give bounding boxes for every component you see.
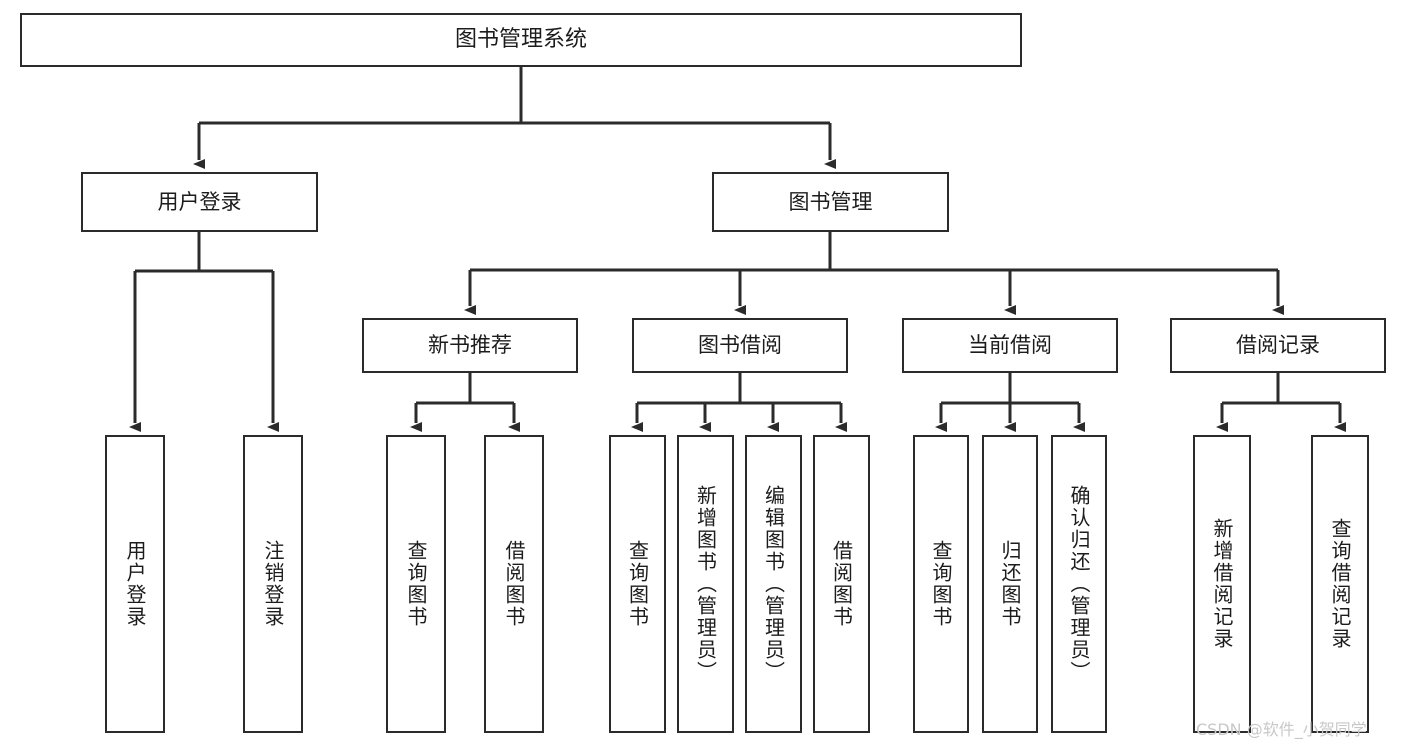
node-label: 查询图书 — [625, 540, 650, 628]
node-label: 查询借阅记录 — [1328, 518, 1352, 650]
leaf-recommend-query-book[interactable]: 查询图书 — [386, 435, 446, 733]
node-label: 借阅图书 — [502, 540, 526, 628]
node-label: 借阅图书 — [829, 540, 854, 628]
node-label: 编辑图书（管理员） — [761, 485, 786, 683]
leaf-current-confirm-return-admin[interactable]: 确认归还（管理员） — [1051, 435, 1107, 733]
node-label: 用户登录 — [123, 540, 147, 628]
leaf-borrow-query-book[interactable]: 查询图书 — [609, 435, 666, 733]
node-borrow-records[interactable]: 借阅记录 — [1170, 318, 1386, 373]
csdn-watermark: CSDN @软件_小贺同学 — [1196, 720, 1367, 739]
leaf-current-query-book[interactable]: 查询图书 — [913, 435, 969, 733]
node-label: 用户登录 — [157, 189, 242, 214]
node-book-management[interactable]: 图书管理 — [712, 172, 949, 232]
node-label: 查询图书 — [929, 540, 953, 628]
leaf-borrow-borrow-book[interactable]: 借阅图书 — [813, 435, 870, 733]
node-root-system[interactable]: 图书管理系统 — [20, 13, 1022, 67]
leaf-current-return-book[interactable]: 归还图书 — [982, 435, 1038, 733]
node-label: 借阅记录 — [1236, 333, 1320, 358]
node-book-borrow[interactable]: 图书借阅 — [632, 318, 848, 373]
node-label: 新增借阅记录 — [1210, 518, 1234, 650]
node-label: 查询图书 — [404, 540, 428, 628]
node-label: 注销登录 — [261, 540, 285, 628]
leaf-records-query-record[interactable]: 查询借阅记录 — [1311, 435, 1369, 733]
leaf-records-add-record[interactable]: 新增借阅记录 — [1193, 435, 1251, 733]
node-label: 确认归还（管理员） — [1067, 485, 1091, 683]
node-new-book-recommend[interactable]: 新书推荐 — [362, 318, 578, 373]
node-label: 图书管理系统 — [454, 27, 587, 53]
leaf-user-logout[interactable]: 注销登录 — [243, 435, 303, 733]
node-label: 归还图书 — [998, 540, 1022, 628]
node-user-login[interactable]: 用户登录 — [81, 172, 318, 232]
node-label: 当前借阅 — [968, 333, 1052, 358]
node-current-borrow[interactable]: 当前借阅 — [902, 318, 1118, 373]
node-label: 图书借阅 — [698, 333, 782, 358]
leaf-user-login[interactable]: 用户登录 — [105, 435, 165, 733]
leaf-recommend-borrow-book[interactable]: 借阅图书 — [484, 435, 544, 733]
node-label: 新增图书（管理员） — [693, 485, 718, 683]
node-label: 新书推荐 — [428, 333, 512, 358]
leaf-borrow-add-book-admin[interactable]: 新增图书（管理员） — [677, 435, 734, 733]
leaf-borrow-edit-book-admin[interactable]: 编辑图书（管理员） — [745, 435, 802, 733]
node-label: 图书管理 — [788, 189, 873, 214]
